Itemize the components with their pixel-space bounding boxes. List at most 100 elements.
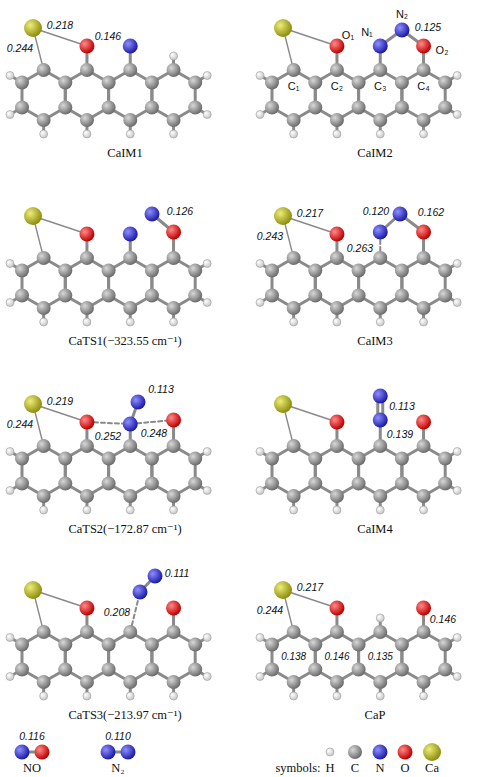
- carbon-atom: [167, 439, 181, 453]
- oxygen-atom: [416, 601, 431, 616]
- hydrogen-atom: [203, 72, 211, 80]
- carbon-atom: [287, 301, 301, 315]
- carbon-atom: [58, 289, 72, 303]
- hydrogen-atom: [453, 72, 461, 80]
- carbon-atom: [167, 63, 181, 77]
- bond-length: 0.135: [368, 652, 393, 662]
- nitrogen-atom: [393, 207, 408, 222]
- hydrogen-atom: [203, 111, 211, 119]
- oxygen-atom: [79, 415, 94, 430]
- bond-length: 0.139: [387, 429, 413, 440]
- carbon-atom: [167, 675, 181, 689]
- carbon-atom: [352, 289, 366, 303]
- hydrogen-atom: [376, 130, 384, 138]
- bond-length: 0.125: [415, 22, 441, 33]
- nitrogen-atom: [373, 413, 388, 428]
- carbon-atom: [145, 477, 159, 491]
- state-caption: CaTS1(−323.55 cm⁻¹): [68, 335, 181, 348]
- carbon-atom: [417, 439, 431, 453]
- nitrogen-atom: [15, 745, 30, 760]
- carbon-atom: [395, 76, 409, 90]
- carbon-atom: [37, 251, 51, 265]
- hydrogen-atom: [6, 72, 14, 80]
- carbon-atom: [15, 638, 29, 652]
- calcium-atom: [24, 395, 42, 413]
- hydrogen-atom: [170, 130, 178, 138]
- carbon-atom: [123, 63, 137, 77]
- hydrogen-atom: [6, 260, 14, 268]
- carbon-atom: [80, 625, 94, 639]
- carbon-atom: [188, 101, 202, 115]
- carbon-atom: [265, 101, 279, 115]
- bond-length: 0.146: [95, 31, 121, 42]
- carbon-atom: [123, 489, 137, 503]
- atom-label: O₂: [436, 45, 449, 56]
- state-caption: CaTS3(−213.97 cm⁻¹): [68, 709, 181, 722]
- carbon-atom: [417, 489, 431, 503]
- state-caption: CaIM4: [357, 523, 392, 536]
- hydrogen-atom: [203, 448, 211, 456]
- hydrogen-atom: [290, 692, 298, 700]
- carbon-atom: [123, 301, 137, 315]
- carbon-atom: [265, 264, 279, 278]
- oxygen-atom: [79, 39, 94, 54]
- hydrogen-atom: [420, 692, 428, 700]
- calcium-atom: [24, 581, 42, 599]
- hydrogen-atom: [170, 692, 178, 700]
- calcium-atom: [24, 19, 42, 37]
- bond-length: 0.111: [165, 568, 190, 579]
- hydrogen-atom: [256, 448, 264, 456]
- carbon-atom: [417, 301, 431, 315]
- bond-length: 0.244: [7, 419, 33, 430]
- state-caption: CaIM3: [357, 335, 392, 348]
- carbon-atom: [395, 264, 409, 278]
- carbon-atom: [58, 452, 72, 466]
- carbon-atom: [58, 264, 72, 278]
- bond-length: 0.146: [324, 652, 349, 662]
- carbon-atom: [438, 76, 452, 90]
- oxygen-atom: [329, 39, 344, 54]
- hydrogen-atom: [203, 634, 211, 642]
- hydrogen-atom: [333, 130, 341, 138]
- hydrogen-atom: [453, 111, 461, 119]
- hydrogen-atom: [126, 692, 134, 700]
- nitrogen-atom: [373, 225, 388, 240]
- carbon-atom: [287, 439, 301, 453]
- bond-length: 0.162: [418, 207, 444, 218]
- carbon-atom: [145, 101, 159, 115]
- carbon-atom: [373, 113, 387, 127]
- carbon-atom: [123, 625, 137, 639]
- state-caption: CaTS2(−172.87 cm⁻¹): [68, 523, 181, 536]
- carbon-atom: [37, 301, 51, 315]
- hydrogen-atom: [6, 673, 14, 681]
- carbon-atom: [37, 489, 51, 503]
- carbon-atom: [438, 289, 452, 303]
- calcium-atom: [24, 207, 42, 225]
- carbon-atom: [352, 663, 366, 677]
- bond-length: 0.244: [257, 605, 283, 616]
- carbon-atom: [80, 63, 94, 77]
- nitrogen-atom: [133, 585, 148, 600]
- hydrogen-atom: [6, 634, 14, 642]
- carbon-atom: [145, 638, 159, 652]
- oxygen-atom: [329, 415, 344, 430]
- carbon-atom: [395, 638, 409, 652]
- hydrogen-atom: [290, 130, 298, 138]
- carbon-atom: [287, 675, 301, 689]
- bond-length: 0.113: [389, 401, 415, 412]
- carbon-atom: [265, 76, 279, 90]
- bond-length: 0.248: [141, 428, 167, 439]
- carbon-atom: [308, 452, 322, 466]
- bond-length: 0.146: [430, 614, 456, 625]
- atom-label: O₁: [342, 30, 354, 41]
- hydrogen-atom: [333, 692, 341, 700]
- atom-label: N₁: [361, 27, 373, 38]
- carbon-atom: [145, 264, 159, 278]
- carbon-atom: [352, 477, 366, 491]
- calcium-atom: [274, 207, 292, 225]
- nitrogen-atom: [123, 227, 138, 242]
- oxygen-atom: [329, 227, 344, 242]
- hydrogen-atom: [126, 130, 134, 138]
- hydrogen-atom: [6, 487, 14, 495]
- carbon-atom: [80, 113, 94, 127]
